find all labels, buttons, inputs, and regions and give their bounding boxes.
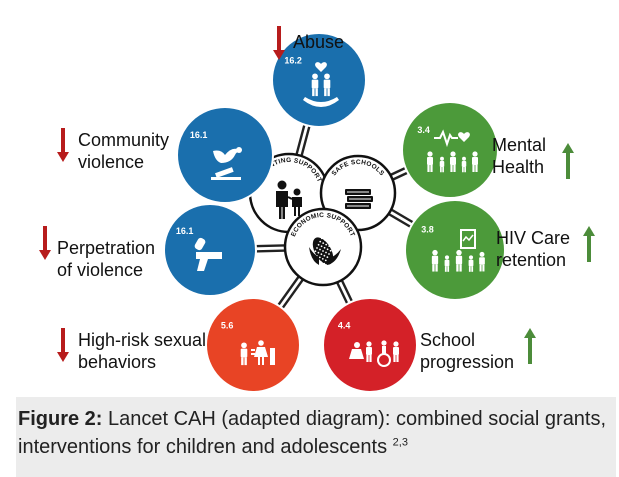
caption-body: Lancet CAH (adapted diagram): combined s…: [18, 408, 607, 458]
outcome-circle: [163, 203, 257, 297]
gun-icon: [194, 237, 222, 271]
outcome-community-violence: 16.1: [176, 106, 274, 204]
outcome-label-line: violence: [78, 152, 144, 172]
arrow-down-icon: [57, 328, 69, 362]
outcome-circle: [404, 199, 506, 301]
arrow-down-icon: [273, 26, 285, 60]
sdg-number: 3.4: [417, 125, 430, 135]
outcome-label-line: retention: [496, 250, 566, 270]
caption-box: [16, 397, 616, 477]
outcome-label-line: Perpetration: [57, 238, 155, 258]
sdg-number: 16.1: [176, 226, 194, 236]
caption-superscript: 2,3: [392, 436, 408, 449]
outcome-label-line: behaviors: [78, 352, 156, 372]
outcome-circle: [401, 101, 499, 199]
family-chart-icon: [431, 229, 485, 272]
outcome-label-line: School: [420, 330, 475, 350]
dove-gavel-icon: [211, 147, 242, 180]
sdg-number: 5.6: [221, 321, 234, 331]
outcome-label-line: High-risk sexual: [78, 330, 206, 350]
outcome-label-line: progression: [420, 352, 514, 372]
outcome-label-line: Health: [492, 157, 544, 177]
outcome-abuse: 16.2: [271, 32, 367, 128]
arrow-up-icon: [562, 143, 574, 179]
hub-economic: ECONOMIC SUPPORT: [283, 207, 363, 287]
gender-equality-icon: [240, 340, 275, 366]
outcome-circle: [271, 32, 367, 128]
outcome-high-risk: 5.6: [205, 297, 301, 393]
outcome-perpetration: 16.1: [163, 203, 257, 297]
parent-child-icon: [276, 180, 302, 219]
corn-icon: [309, 234, 341, 268]
arrow-up-icon: [524, 328, 536, 364]
sdg-number: 16.2: [284, 56, 302, 66]
heartbeat-family-icon: [427, 129, 478, 173]
arrow-up-icon: [583, 226, 595, 262]
outcome-hiv: 3.8: [404, 199, 506, 301]
outcome-circles: 16.2 16.1 16.1 5.6 4.4 3.8 3.4: [163, 32, 506, 393]
outcome-circle: [205, 297, 301, 393]
figure-caption: Figure 2: Lancet CAH (adapted diagram): …: [18, 405, 608, 461]
sdg-number: 4.4: [338, 321, 351, 331]
outcome-mental-health: 3.4: [401, 101, 499, 199]
caption-bold: Figure 2:: [18, 408, 103, 430]
children-wheelchair-icon: [349, 340, 399, 367]
family-hand-icon: [303, 62, 339, 107]
outcome-label-line: Mental: [492, 135, 546, 155]
arrow-down-icon: [57, 128, 69, 162]
sdg-number: 16.1: [190, 130, 208, 140]
sdg-number: 3.8: [421, 225, 434, 235]
books-icon: [345, 189, 373, 209]
outcome-label-line: Community: [78, 130, 169, 150]
arrow-down-icon: [39, 226, 51, 260]
outcome-label-line: HIV Care: [496, 228, 570, 248]
outcome-label-line: of violence: [57, 260, 143, 280]
label-abuse: Abuse: [273, 26, 344, 60]
outcome-school: 4.4: [322, 297, 418, 393]
outcome-label-line: Abuse: [293, 32, 344, 52]
